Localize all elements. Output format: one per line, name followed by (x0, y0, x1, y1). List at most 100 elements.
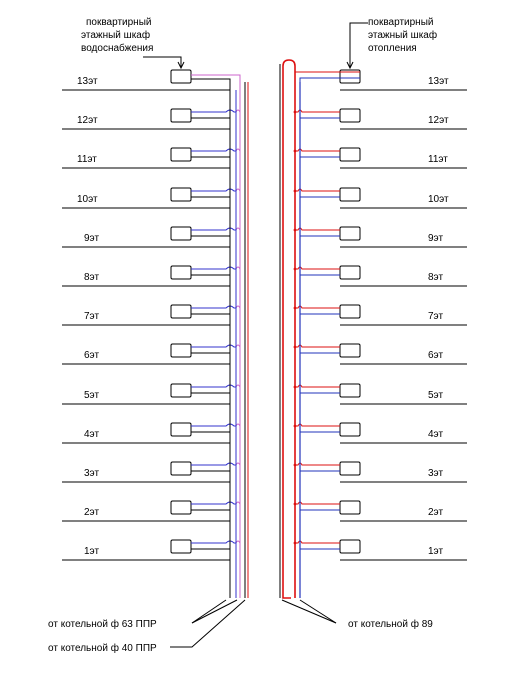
heating-supply-branch (295, 384, 340, 388)
heating-caption-line-3: отопления (368, 43, 417, 54)
heating-supply-branch (295, 188, 340, 192)
heating-cabinet (339, 539, 361, 554)
floor-label-left: 7эт (84, 311, 99, 322)
water-cold-branch (191, 344, 236, 348)
floor-label-right: 11эт (428, 154, 448, 165)
floor-label-right: 8эт (428, 272, 443, 283)
floor-row: 3эт 3эт (62, 461, 467, 483)
water-cabinet (170, 69, 192, 84)
heating-cabinet (339, 500, 361, 515)
water-cabinet (170, 461, 192, 476)
water-hot-branch (235, 423, 241, 427)
water-cold-branch (191, 148, 236, 152)
heating-caption-leader (349, 22, 368, 68)
heating-supply-branch (295, 501, 340, 505)
water-cabinet (170, 500, 192, 515)
water-caption-leader (143, 56, 182, 68)
floor-label-right: 5эт (428, 390, 443, 401)
water-hot-branch (235, 344, 241, 348)
heating-risers (279, 59, 301, 599)
water-cabinet (170, 226, 192, 241)
floor-label-left: 4эт (84, 429, 99, 440)
floor-label-right: 9эт (428, 233, 443, 244)
heating-cabinet (339, 187, 361, 202)
water-hot-branch (235, 462, 241, 466)
heating-cabinet (339, 69, 361, 84)
water-hot-branch (235, 501, 241, 505)
water-cabinet (170, 304, 192, 319)
water-hot-branch (235, 540, 241, 544)
heating-supply-note-89: от котельной ф 89 (348, 618, 433, 630)
water-cabinet (170, 383, 192, 398)
heating-cabinet (339, 461, 361, 476)
floor-label-left: 1эт (84, 546, 99, 557)
water-hot-branch (235, 188, 241, 192)
supply-leader-63b (191, 599, 238, 624)
water-caption-line-3: водоснабжения (81, 42, 153, 54)
heating-supply-branch (295, 305, 340, 309)
floor-label-left: 10эт (77, 194, 98, 205)
water-cold-branch (191, 462, 236, 466)
water-caption-leader-arrow (177, 61, 185, 70)
heating-supply-branch (295, 227, 340, 231)
floor-label-right: 4эт (428, 429, 443, 440)
floor-label-left: 11эт (77, 154, 97, 165)
floor-label-right: 1эт (428, 546, 443, 557)
floor-row: 7эт 7эт (62, 304, 467, 326)
floor-row: 8эт 8эт (62, 265, 467, 287)
water-hot-branch (235, 109, 241, 113)
water-cold-branch (191, 501, 236, 505)
floor-label-left: 9эт (84, 233, 99, 244)
water-supply-note-63: от котельной ф 63 ППР (48, 618, 157, 630)
heating-cabinet (339, 226, 361, 241)
water-supply-note-40: от котельной ф 40 ППР (48, 642, 157, 654)
water-caption-line-1: поквартирный (86, 17, 151, 28)
heating-caption-line-2: этажный шкаф (368, 29, 437, 41)
water-main-top-run (191, 78, 231, 82)
floor-label-left: 5эт (84, 390, 99, 401)
water-cold-branch (191, 540, 236, 544)
water-hot-branch (235, 305, 241, 309)
floor-row: 9эт 9эт (62, 226, 467, 248)
water-hot-branch (235, 227, 241, 231)
heating-supply-branch (295, 462, 340, 466)
heating-cabinet (339, 108, 361, 123)
water-cold-branch (191, 384, 236, 388)
supply-leader-89 (281, 599, 337, 624)
water-cabinet (170, 265, 192, 280)
water-cabinet (170, 108, 192, 123)
water-hot-branch (235, 266, 241, 270)
heating-supply-branch (295, 148, 340, 152)
floor-row: 4эт 4эт (62, 422, 467, 444)
water-cabinet (170, 187, 192, 202)
heating-caption-leader-arrow (346, 61, 354, 70)
leader-lines (143, 22, 368, 648)
floor-label-right: 3эт (428, 468, 443, 479)
water-cold-branch (191, 423, 236, 427)
water-hot-branch (235, 148, 241, 152)
floor-label-left: 12эт (77, 115, 98, 126)
floor-row: 1эт 1эт (62, 539, 467, 561)
supply-leader-89b (299, 599, 337, 624)
water-cabinet (170, 147, 192, 162)
heating-supply-branch (295, 266, 340, 270)
floor-label-right: 2эт (428, 507, 443, 518)
floor-label-left: 3эт (84, 468, 99, 479)
heating-caption-line-1: поквартирный (368, 17, 433, 28)
heating-supply-riser (282, 59, 296, 599)
floor-label-left: 8эт (84, 272, 99, 283)
heating-supply-branch (295, 109, 340, 113)
water-cold-branch (191, 227, 236, 231)
water-cabinet (170, 343, 192, 358)
floor-label-left: 13эт (77, 76, 98, 87)
floor-label-right: 7эт (428, 311, 443, 322)
supply-leader-40 (170, 599, 246, 648)
water-hot-branch (235, 384, 241, 388)
floor-label-left: 6эт (84, 350, 99, 361)
water-hot-top-run (191, 74, 241, 79)
